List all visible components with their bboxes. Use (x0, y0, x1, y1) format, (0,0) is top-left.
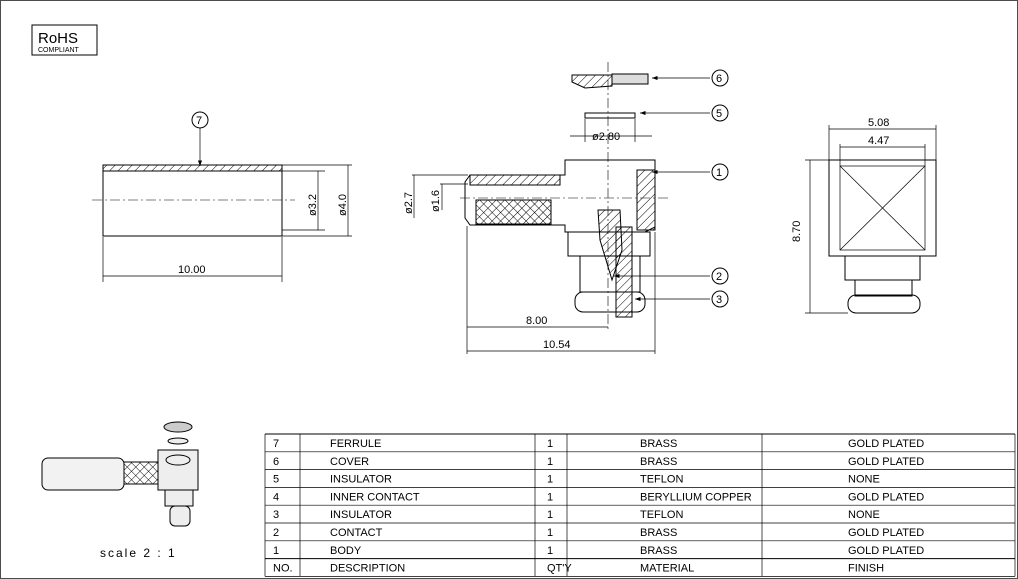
cell-no: 7 (273, 438, 279, 450)
section-balloons: 6 5 1 2 3 (614, 69, 729, 308)
cell-no: 1 (273, 545, 279, 557)
cell-qty: 1 (547, 474, 553, 486)
cell-finish: GOLD PLATED (848, 438, 924, 450)
cell-qty: 1 (547, 509, 553, 521)
rohs-badge: RoHS COMPLIANT (31, 24, 98, 56)
cell-no: 6 (273, 456, 279, 468)
table-row: 3 INSULATOR 1 TEFLON NONE (273, 509, 880, 521)
table-row: 1 BODY 1 BRASS GOLD PLATED (273, 545, 924, 557)
cell-qty: 1 (547, 545, 553, 557)
section-view: ø2.80 6 5 1 2 3 ø2.7 ø1.6 (403, 62, 729, 354)
cell-finish: NONE (848, 474, 880, 486)
cell-no: 2 (273, 527, 279, 539)
dim-ferrule-length: 10.00 (178, 264, 206, 276)
cell-qty: 1 (547, 438, 553, 450)
cell-finish: GOLD PLATED (848, 491, 924, 503)
table-row: 5 INSULATOR 1 TEFLON NONE (273, 474, 880, 486)
ferrule-view: 7 10.00 ø3.2 ø4.0 (92, 111, 352, 282)
table-header-row: NO. DESCRIPTION QT'Y MATERIAL FINISH (273, 563, 884, 575)
cell-no: 4 (273, 491, 279, 503)
dim-outer-width: 5.08 (868, 117, 889, 129)
dim-ferrule-inner: ø3.2 (307, 194, 319, 216)
cell-description: INSULATOR (330, 474, 392, 486)
cell-description: DESCRIPTION (330, 563, 405, 575)
cell-finish: GOLD PLATED (848, 456, 924, 468)
cell-qty: 1 (547, 456, 553, 468)
cell-description: COVER (330, 456, 369, 468)
balloon-5: 5 (716, 108, 722, 120)
cell-description: INNER CONTACT (330, 491, 420, 503)
connector-3d-preview (41, 421, 199, 527)
balloon-7-label: 7 (196, 115, 202, 127)
dim-length-10: 10.54 (543, 339, 571, 351)
cell-finish: NONE (848, 509, 880, 521)
cell-qty: 1 (547, 527, 553, 539)
cell-material: BERYLLIUM COPPER (640, 491, 752, 503)
table-row: 4 INNER CONTACT 1 BERYLLIUM COPPER GOLD PLAT… (273, 491, 924, 503)
cell-qty: QT'Y (547, 563, 572, 575)
rohs-title: RoHS (38, 30, 78, 47)
cell-qty: 1 (547, 491, 553, 503)
balloon-6: 6 (716, 73, 722, 85)
cell-material: BRASS (640, 545, 677, 557)
cell-finish: GOLD PLATED (848, 545, 924, 557)
dim-insulator: ø2.80 (592, 131, 620, 143)
dim-outer: ø2.7 (403, 192, 415, 214)
table-row: 7 FERRULE 1 BRASS GOLD PLATED (273, 438, 924, 450)
cell-description: INSULATOR (330, 509, 392, 521)
balloon-2: 2 (716, 271, 722, 283)
cell-material: TEFLON (640, 474, 683, 486)
table-row: 6 COVER 1 BRASS GOLD PLATED (273, 456, 924, 468)
dim-length-8: 8.00 (526, 315, 547, 327)
side-view: 5.08 4.47 8.70 (791, 117, 937, 314)
cell-finish: GOLD PLATED (848, 527, 924, 539)
cell-material: BRASS (640, 527, 677, 539)
cell-description: FERRULE (330, 438, 381, 450)
table-row: 2 CONTACT 1 BRASS GOLD PLATED (273, 527, 924, 539)
balloon-3: 3 (716, 294, 722, 306)
dim-inner: ø1.6 (430, 190, 442, 212)
cell-material: TEFLON (640, 509, 683, 521)
cell-no: 5 (273, 474, 279, 486)
cell-no: NO. (273, 563, 293, 575)
dim-inner-width: 4.47 (868, 135, 889, 147)
dim-height: 8.70 (791, 221, 803, 242)
cell-material: BRASS (640, 438, 677, 450)
cell-material: BRASS (640, 456, 677, 468)
cell-material: MATERIAL (640, 563, 694, 575)
balloon-1: 1 (716, 167, 722, 179)
cell-description: BODY (330, 545, 362, 557)
cell-description: CONTACT (330, 527, 383, 539)
cell-finish: FINISH (848, 563, 884, 575)
rohs-subtitle: COMPLIANT (38, 47, 80, 54)
cell-no: 3 (273, 509, 279, 521)
dim-ferrule-outer: ø4.0 (337, 194, 349, 216)
scale-label: scale 2 : 1 (100, 546, 177, 560)
